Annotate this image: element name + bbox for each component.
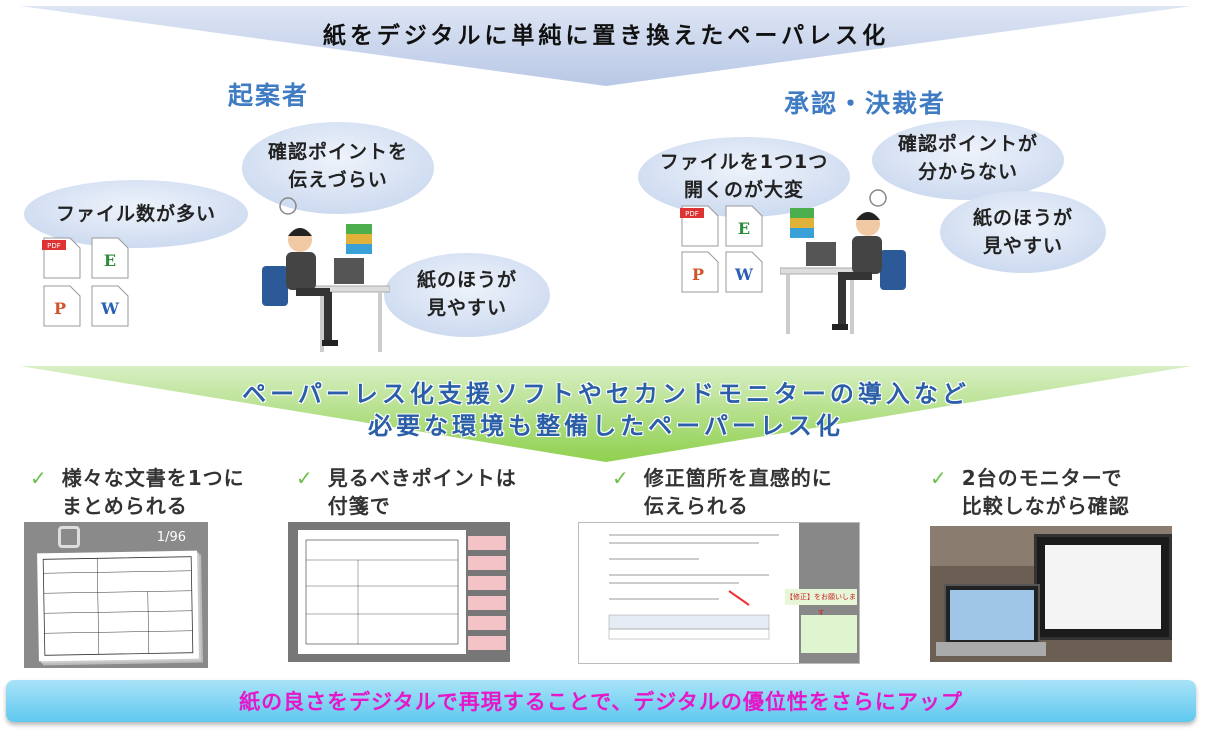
mid-banner-line2: 必要な環境も整備したペーパーレス化 xyxy=(368,412,844,440)
cloud-shape xyxy=(638,137,850,217)
top-banner-title: 紙をデジタルに単純に置き換えたペーパレス化 xyxy=(322,23,890,49)
pdf-label: PDF xyxy=(685,210,699,218)
svg-text:E: E xyxy=(738,219,750,238)
cloud-text: ファイル数が多い xyxy=(55,203,216,225)
excel-file-icon: E xyxy=(724,204,764,248)
feature-item: ✓ 見るべきポイントは 付箋で xyxy=(296,464,517,520)
page-counter: 1/96 xyxy=(156,530,186,545)
monitor-screen xyxy=(1045,545,1161,629)
laptop-display xyxy=(950,590,1034,640)
bottom-summary-bar xyxy=(6,680,1196,722)
feature-item: ✓ 修正箇所を直感的に 伝えられる xyxy=(612,464,833,520)
cloud-shape xyxy=(24,180,248,248)
check-icon: ✓ xyxy=(30,466,48,490)
cloud-text: 紙のほうが 見やすい xyxy=(972,207,1073,257)
sticky-note-tab xyxy=(468,616,506,630)
cloud-shape xyxy=(872,120,1064,200)
sticky-note-tab xyxy=(468,636,506,650)
word-file-icon: W xyxy=(724,250,764,294)
word-file-icon: W xyxy=(90,284,130,328)
feature-item: ✓ 様々な文書を1つに まとめられる xyxy=(30,464,245,520)
clip-icon xyxy=(58,526,80,548)
document-page xyxy=(37,550,199,662)
cloud-shape xyxy=(242,122,434,214)
svg-text:P: P xyxy=(54,299,66,318)
powerpoint-file-icon: P xyxy=(680,250,720,294)
role-approver: 承認・決裁者 xyxy=(784,89,947,118)
document-text-lines xyxy=(608,534,779,640)
annotation-screenshot: 【修正】をお願いします xyxy=(578,522,860,664)
document-lines xyxy=(305,539,459,645)
mid-banner-line1: ペーパーレス化支援ソフトやセカンドモニターの導入など xyxy=(242,380,970,408)
document-lines xyxy=(42,556,194,656)
laptop-keyboard xyxy=(936,642,1046,656)
sticky-note-tab xyxy=(468,596,506,610)
bottom-summary-text: 紙の良さをデジタルで再現することで、デジタルの優位性をさらにアップ xyxy=(239,690,963,714)
cloud-shape xyxy=(384,253,550,337)
svg-text:E: E xyxy=(104,251,116,270)
check-icon: ✓ xyxy=(930,466,948,490)
check-icon: ✓ xyxy=(296,466,314,490)
sticky-note-tab xyxy=(468,536,506,550)
excel-file-icon: E xyxy=(90,236,130,280)
stressed-worker-illustration xyxy=(780,189,906,334)
dual-monitor-photo xyxy=(930,526,1172,662)
cloud-text: 確認ポイントを 伝えづらい xyxy=(267,141,408,191)
cloud-text: 確認ポイントが 分からない xyxy=(897,133,1038,183)
combined-documents-screenshot: 1/96 xyxy=(24,522,208,668)
check-icon: ✓ xyxy=(612,466,630,490)
svg-text:W: W xyxy=(100,299,120,318)
pdf-file-icon: PDF xyxy=(42,236,82,280)
feature-title: 見るべきポイントは 付箋で xyxy=(327,466,517,518)
sticky-note-tab xyxy=(468,556,506,570)
stressed-worker-illustration xyxy=(262,197,390,352)
cloud-text: ファイルを1つ1つ 開くのが大変 xyxy=(659,151,829,201)
top-banner-shape xyxy=(20,6,1192,86)
svg-text:W: W xyxy=(734,265,754,284)
feature-title: 2台のモニターで 比較しながら確認 xyxy=(961,466,1130,518)
external-monitor xyxy=(1034,534,1172,640)
feature-item: ✓ 2台のモニターで 比較しながら確認 xyxy=(930,464,1130,520)
sticky-notes-screenshot xyxy=(288,522,510,662)
pdf-file-icon: PDF xyxy=(680,204,720,248)
feature-title: 様々な文書を1つに まとめられる xyxy=(61,466,245,518)
svg-text:P: P xyxy=(692,265,704,284)
sticky-note-tab xyxy=(468,576,506,590)
pdf-label: PDF xyxy=(47,242,61,250)
feature-title: 修正箇所を直感的に 伝えられる xyxy=(643,466,833,518)
document-page xyxy=(298,530,466,654)
powerpoint-file-icon: P xyxy=(42,284,82,328)
correction-stamp: 【修正】をお願いします xyxy=(785,589,857,617)
role-drafter: 起案者 xyxy=(228,81,310,110)
cloud-text: 紙のほうが 見やすい xyxy=(416,269,517,319)
cloud-shape xyxy=(940,191,1106,273)
mid-banner-shape xyxy=(20,366,1192,462)
laptop-screen xyxy=(944,584,1040,646)
comment-note xyxy=(801,615,857,653)
